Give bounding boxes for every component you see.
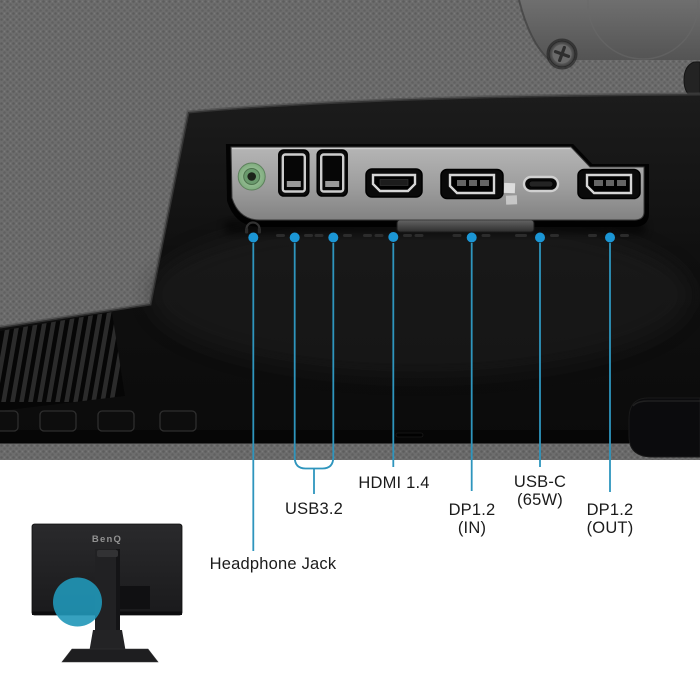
usb-a-port-2	[316, 149, 348, 197]
benq-logo: BenQ	[92, 534, 122, 545]
osd-button-row	[0, 410, 197, 432]
headphone-jack-icon	[245, 221, 261, 230]
usb-a-icon	[276, 234, 313, 237]
label-dp-out: DP1.2 (OUT)	[587, 501, 634, 537]
stand-mount-plate	[518, 0, 700, 61]
callout-lines	[252, 243, 611, 551]
hdmi-port	[365, 168, 423, 198]
stand-base	[61, 648, 159, 663]
hdmi-icon	[363, 234, 424, 237]
headphone-jack-icon	[245, 228, 249, 234]
usb-c-icon	[515, 234, 559, 237]
cable-slot	[396, 219, 535, 233]
osd-button	[39, 410, 77, 432]
osd-button	[0, 410, 19, 432]
label-dp-out-line2: (OUT)	[586, 519, 634, 537]
port-location-highlight	[53, 577, 102, 627]
displayport-icon	[588, 234, 629, 237]
usb-a-port-1	[278, 149, 310, 197]
label-usb-c-line1: USB-C	[513, 473, 567, 491]
label-dp-out-line1: DP1.2	[586, 501, 634, 519]
callout-dots	[248, 232, 615, 243]
bezel-notch	[395, 432, 424, 438]
engraved-port-icons	[245, 221, 629, 237]
monitor-thumbnail: BenQ	[31, 523, 183, 663]
label-usb: USB3.2	[285, 500, 343, 518]
label-usb-c: USB-C (65W)	[514, 473, 566, 509]
label-hdmi: HDMI 1.4	[358, 474, 429, 492]
displayport-out-port	[577, 168, 641, 200]
displayport-in-port	[440, 168, 504, 200]
label-dp-in-line1: DP1.2	[448, 501, 496, 519]
panel-markers	[503, 182, 518, 205]
label-hdmi-text: HDMI 1.4	[358, 474, 430, 492]
usb-a-icon	[314, 234, 352, 237]
osd-button	[97, 410, 135, 432]
label-headphone-jack: Headphone Jack	[210, 555, 337, 573]
label-usb-text: USB3.2	[284, 500, 344, 518]
label-dp-in: DP1.2 (IN)	[449, 501, 496, 537]
osd-button	[159, 410, 197, 432]
displayport-icon	[452, 234, 491, 237]
screw-icon	[546, 38, 578, 70]
label-usb-c-line2: (65W)	[517, 491, 563, 509]
audio-jack-port	[237, 162, 266, 191]
vent-grille	[0, 312, 125, 411]
stand-foot	[628, 397, 700, 458]
port-recess	[225, 144, 649, 234]
label-dp-in-line2: (IN)	[457, 519, 487, 537]
label-headphone-jack-text: Headphone Jack	[209, 555, 337, 573]
usb-c-port	[522, 175, 560, 193]
stand-release-recess	[119, 586, 150, 609]
